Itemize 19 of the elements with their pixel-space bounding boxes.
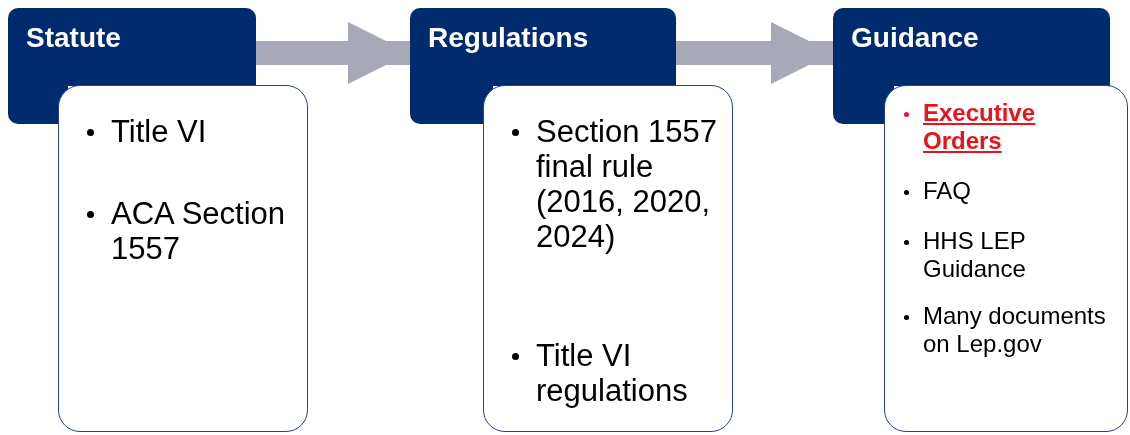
content-card (884, 85, 1128, 432)
bullet-text: HHS LEP Guidance (923, 227, 1026, 283)
header-title: Statute (26, 22, 121, 54)
bullet-text: Title VI regulations (536, 338, 688, 408)
bullet-text: ACA Section 1557 (111, 196, 286, 266)
content-card (483, 85, 733, 432)
bullet-text: FAQ (923, 177, 971, 204)
header-box (833, 8, 1110, 86)
bullet-text: Section 1557 final rule (2016, 2020, 2024) (536, 114, 717, 255)
header-box (8, 8, 256, 86)
arrow (676, 21, 833, 85)
header-title: Guidance (851, 22, 979, 54)
link: Executive Orders (923, 99, 1036, 155)
bullet-text: Many documents on Lep.gov (923, 302, 1106, 358)
content-card (58, 85, 308, 432)
header-title: Regulations (428, 22, 589, 54)
header-box (410, 8, 676, 86)
arrow (256, 21, 410, 85)
bullet-text: Title VI (111, 114, 207, 149)
